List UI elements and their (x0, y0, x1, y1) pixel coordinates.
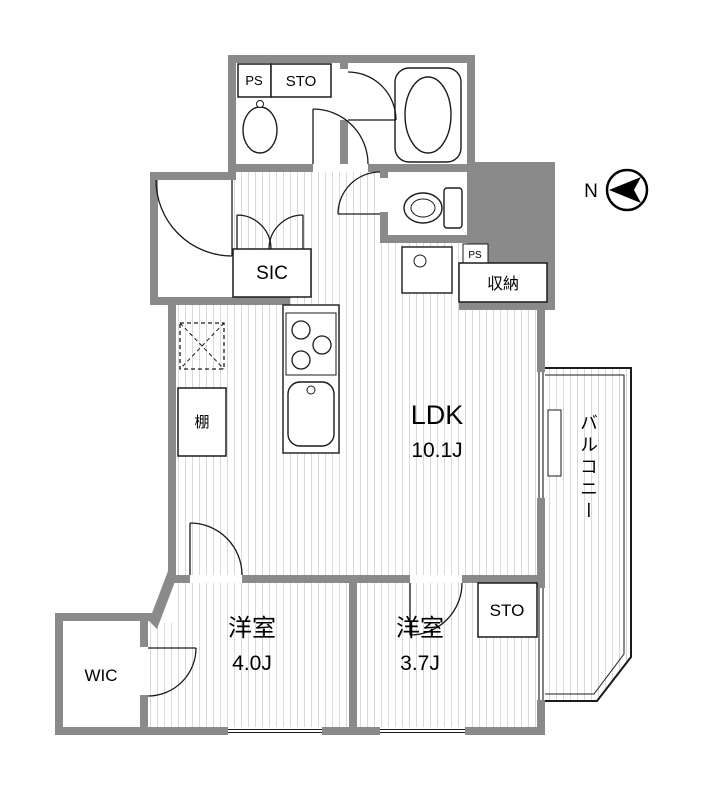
labels: PS STO SIC PS 収納 棚 LDK 10.1J 洋室 4.0J 洋室 … (84, 73, 598, 685)
ac-unit (547, 409, 562, 477)
toilet-door (337, 171, 381, 215)
bathroom-door (347, 71, 397, 121)
bedroom-4-0-size-label: 4.0J (232, 652, 272, 675)
bedroom-4-0-door (189, 522, 243, 576)
bedroom-3-7-label: 洋室 (396, 615, 444, 642)
wic-label: WIC (84, 666, 117, 685)
storage-top-label: STO (286, 73, 317, 90)
bedroom-3-7-size-label: 3.7J (400, 652, 440, 675)
kitchen (282, 304, 340, 454)
storage-hall-label: 収納 (487, 275, 519, 293)
stove (285, 312, 337, 376)
compass-north-label: N (584, 181, 598, 202)
bedroom-4-0-label: 洋室 (228, 615, 276, 642)
sic-label: SIC (256, 263, 288, 284)
shelf-box (177, 387, 227, 457)
ldk-size-label: 10.1J (411, 439, 462, 462)
washroom-door (312, 108, 369, 165)
pipe-space-top-label: PS (245, 73, 263, 88)
sic-box (232, 248, 312, 298)
utility-hatch-box (179, 322, 225, 370)
bathtub (394, 67, 462, 163)
pipe-space-top-box (237, 63, 272, 98)
doors (147, 71, 463, 697)
pipe-space-side-label: PS (468, 250, 482, 261)
kitchen-sink (287, 381, 335, 447)
ldk-label: LDK (411, 400, 464, 430)
wic-door (147, 647, 197, 697)
storage-top-box (270, 63, 332, 98)
compass: N (584, 168, 649, 212)
diagonal-wall (149, 571, 176, 629)
shelf-label: 棚 (194, 414, 209, 431)
entrance-door (155, 179, 233, 257)
toilet (403, 187, 463, 229)
storage-bedroom-label: STO (490, 601, 525, 620)
balcony-label: バルコニー (578, 413, 598, 523)
balcony (545, 367, 632, 702)
washer-pan (401, 246, 453, 294)
windows (228, 372, 545, 735)
bedroom-3-7-door (409, 582, 463, 636)
faucet (306, 385, 316, 395)
storage-bedroom-box (477, 582, 538, 638)
burner (291, 350, 311, 370)
sic-double-door (236, 214, 304, 250)
washbasin (242, 100, 278, 154)
storage-boxes (177, 63, 548, 638)
burner (291, 320, 311, 340)
compass-needle-icon (609, 177, 641, 203)
fixtures (242, 67, 463, 454)
balcony-floor (545, 368, 631, 701)
storage-hall-box (458, 262, 548, 303)
burner (312, 335, 332, 355)
